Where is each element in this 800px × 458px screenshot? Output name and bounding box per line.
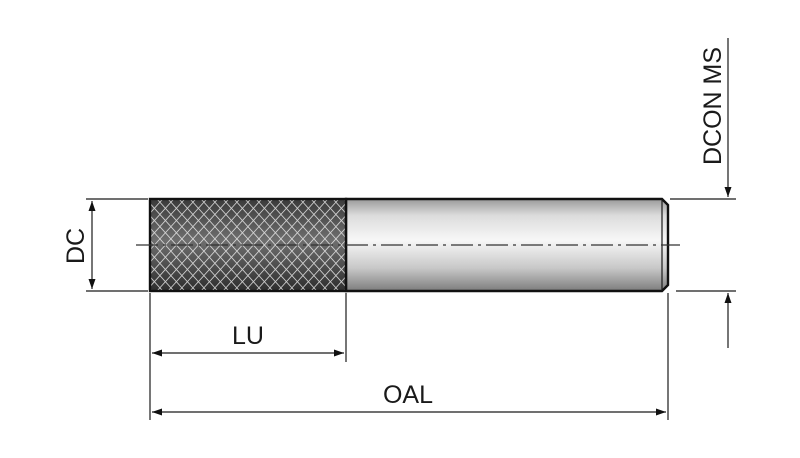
lu-label: LU — [232, 322, 264, 350]
knurl-line — [310, 251, 346, 291]
dcon-ms-dimension: DCON MS — [670, 38, 736, 348]
knurl-line — [299, 239, 346, 291]
lu-dimension: LU — [149, 293, 347, 362]
dcon-ms-label: DCON MS — [699, 47, 727, 165]
knurl-line — [310, 199, 346, 239]
knurl-line — [321, 263, 346, 291]
dc-dimension: DC — [62, 198, 148, 292]
dc-label: DC — [62, 228, 90, 264]
oal-label: OAL — [383, 381, 433, 409]
knurl-line — [321, 199, 346, 227]
oal-dimension: OAL — [149, 293, 669, 420]
